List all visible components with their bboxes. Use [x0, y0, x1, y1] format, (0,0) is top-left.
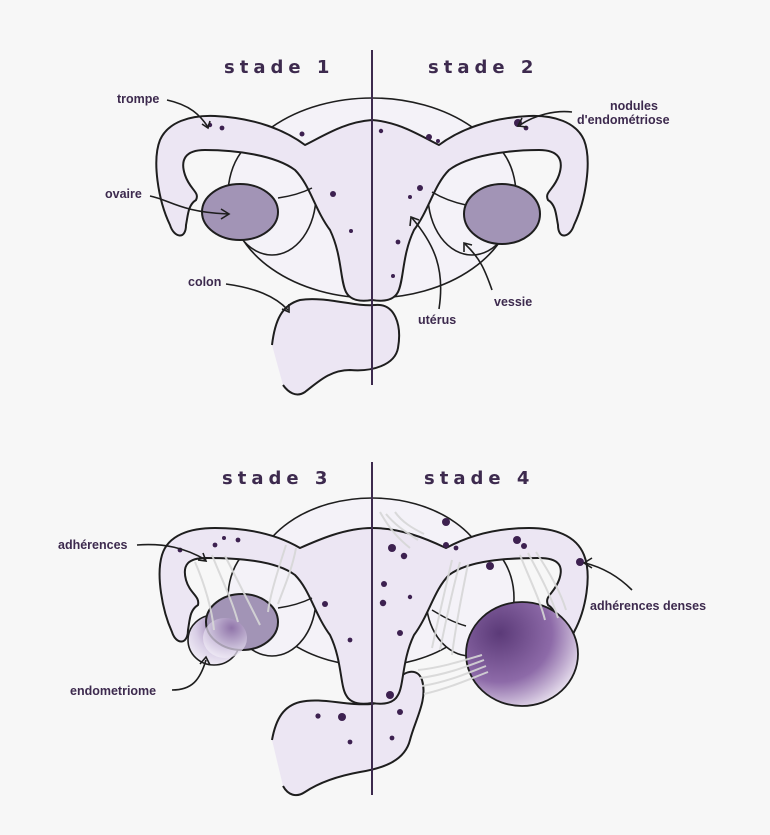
stage-3-title: stade 3 — [222, 468, 332, 489]
top-diagram — [149, 50, 589, 396]
label-ovaire: ovaire — [105, 187, 142, 201]
adhesions-stage3 — [194, 544, 297, 631]
left-ligament — [277, 187, 313, 199]
label-colon: colon — [188, 275, 221, 289]
label-uterus: utérus — [418, 313, 456, 327]
arrow-uterus — [411, 217, 442, 310]
arrow-adherences-denses — [584, 562, 633, 591]
label-trompe: trompe — [117, 92, 159, 106]
label-adherences-denses: adhérences denses — [590, 599, 706, 613]
arrow-vessie — [464, 243, 493, 291]
stage-4-title: stade 4 — [424, 468, 534, 489]
right-ovary — [463, 183, 541, 245]
arrow-ovaire — [149, 195, 229, 215]
right-ligament — [431, 191, 467, 206]
label-nodules-line1: nodules — [610, 99, 658, 113]
arrow-colon — [225, 283, 289, 311]
endometrioma-large — [465, 601, 579, 707]
stage-2-title: stade 2 — [428, 57, 538, 78]
arrow-adherences — [136, 543, 207, 561]
adhesions-stage4 — [379, 511, 567, 695]
label-endometriome: endometriome — [70, 684, 156, 698]
label-adherences: adhérences — [58, 538, 128, 552]
arrow-nodules — [519, 110, 573, 126]
arrow-trompe — [166, 99, 209, 128]
left-ovary — [201, 183, 279, 241]
nodules-stage3 — [177, 536, 353, 745]
colon-shape — [271, 298, 401, 396]
nodules-stage4 — [379, 518, 584, 741]
arrow-endometriome — [171, 659, 207, 691]
label-nodules-line2: d'endométriose — [577, 113, 670, 127]
bottom-diagram — [136, 462, 633, 797]
stage-1-title: stade 1 — [224, 57, 334, 78]
label-vessie: vessie — [494, 295, 532, 309]
